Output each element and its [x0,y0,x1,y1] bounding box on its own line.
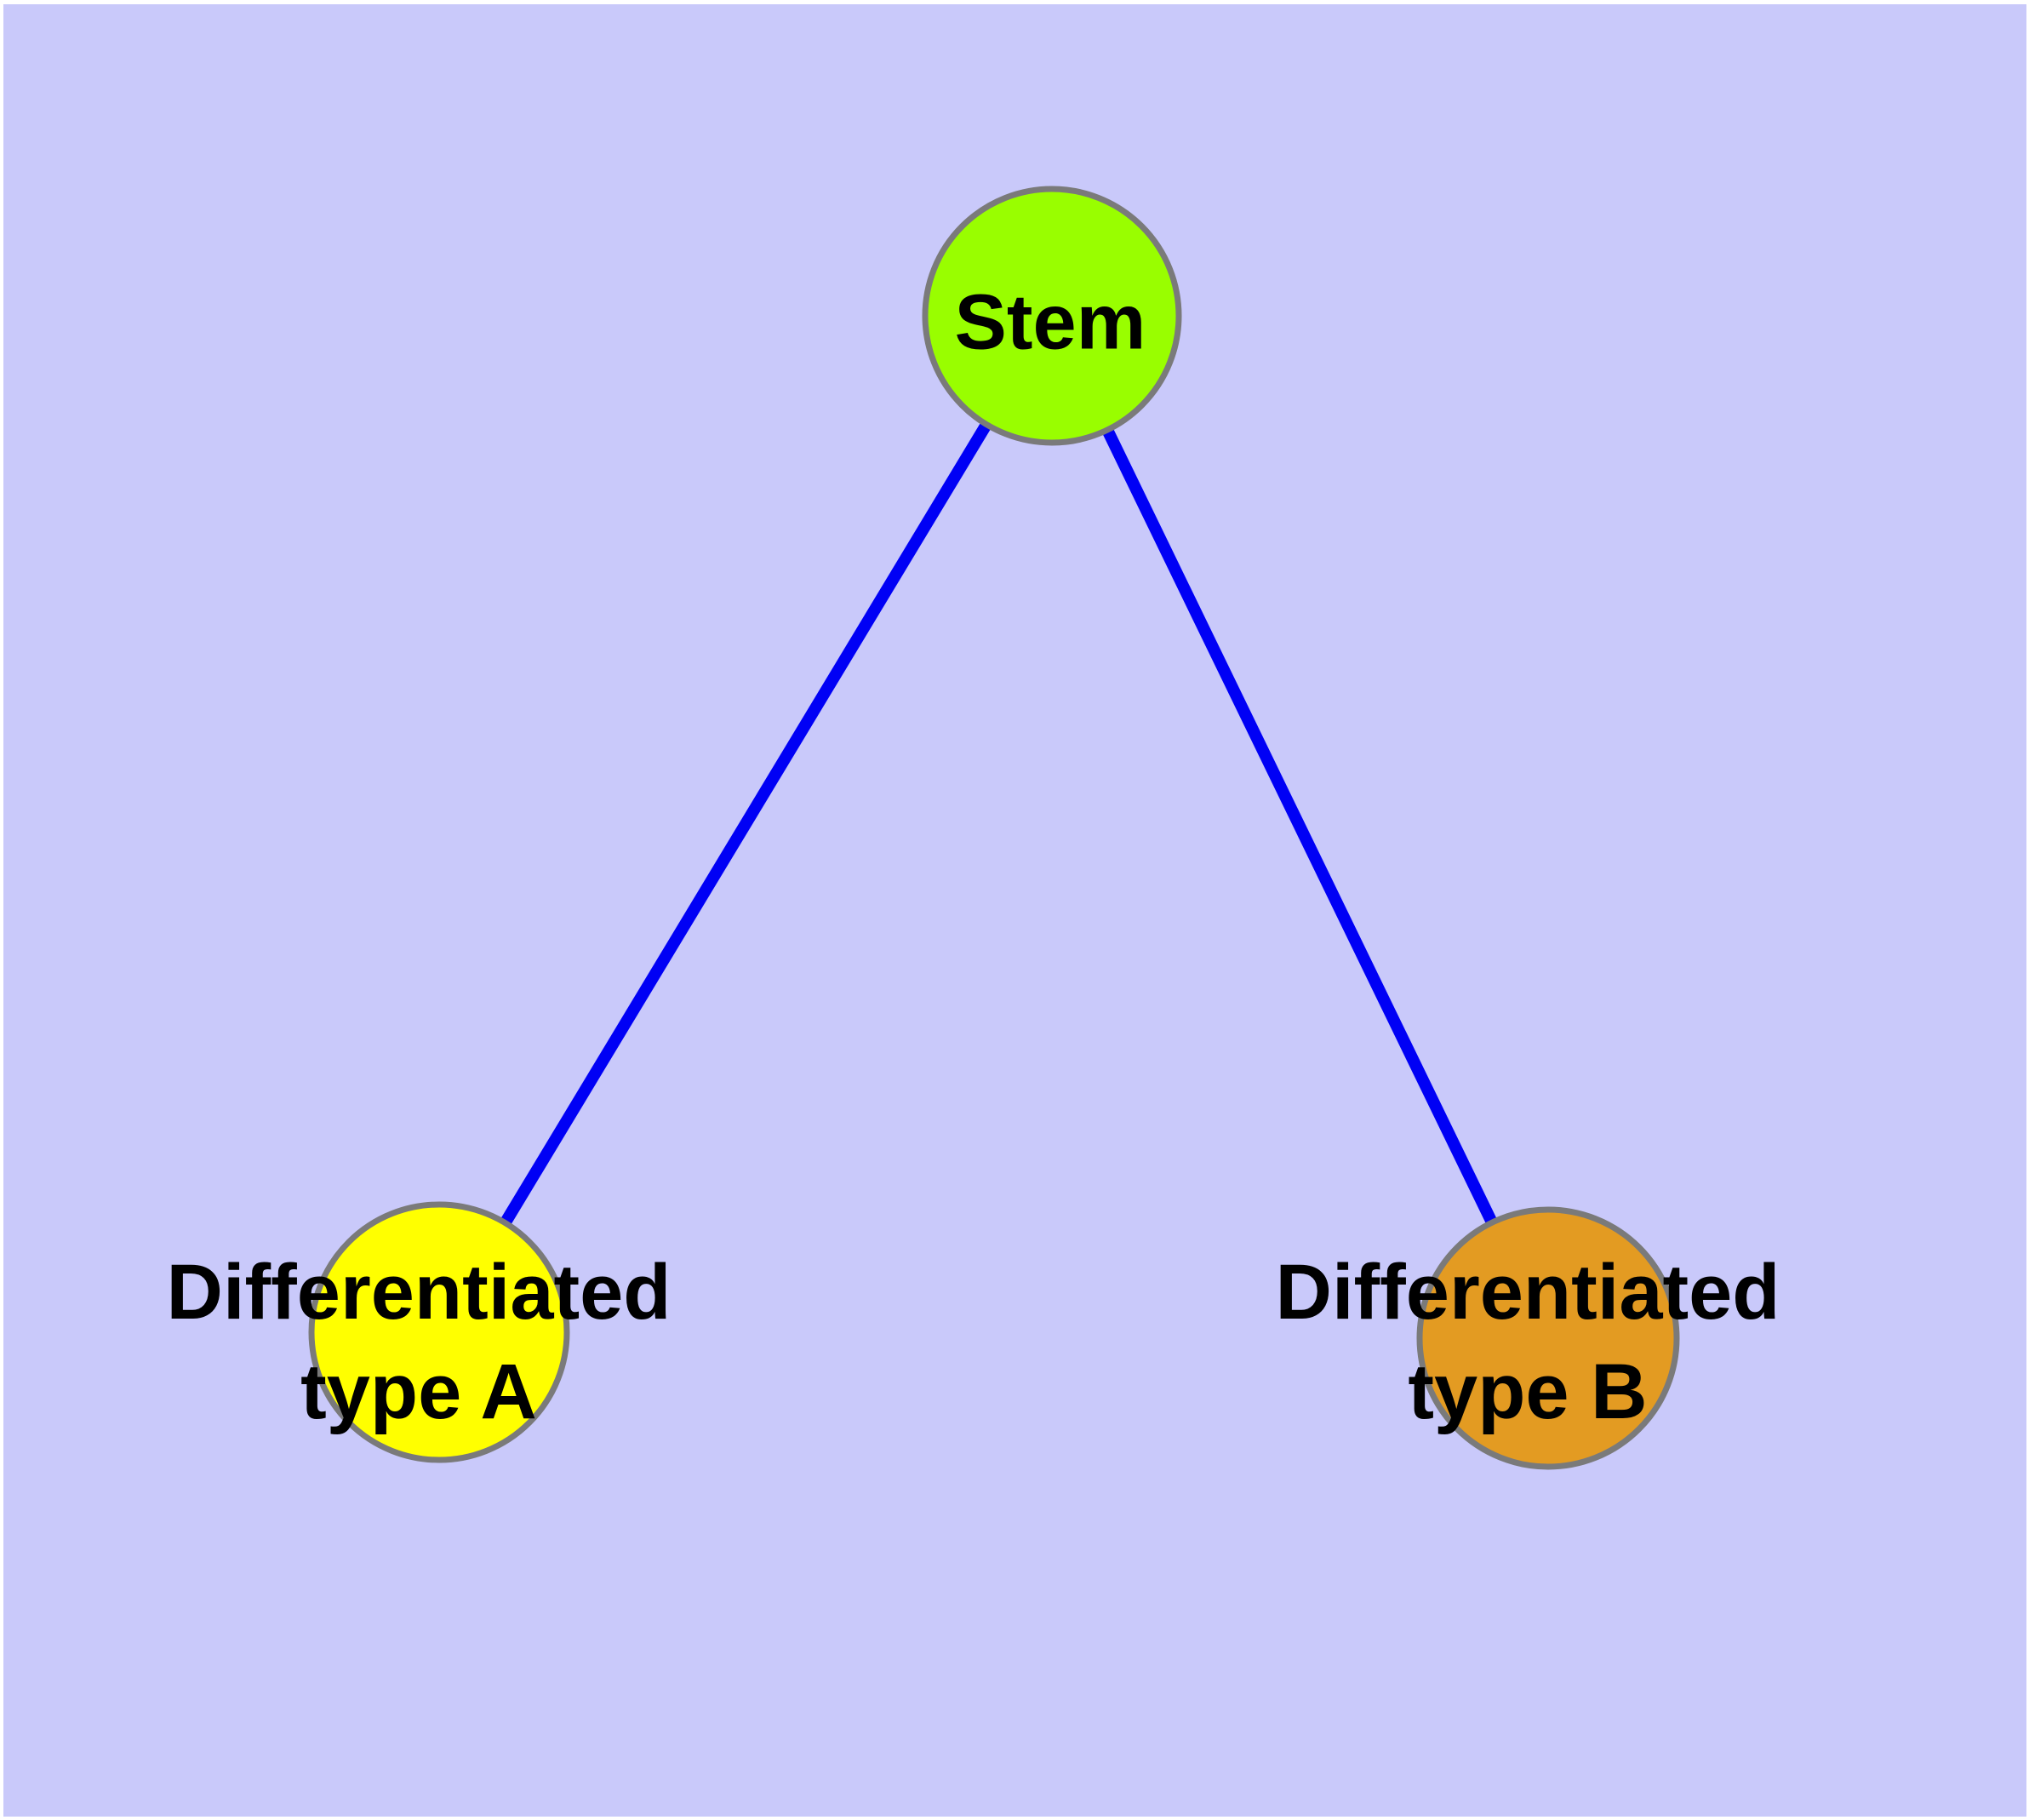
node-stem-label: Stem [954,278,1146,366]
node-type-b-label: Differentiated type B [1275,1249,1780,1435]
edge-stem-to-type-b [1046,312,1554,1342]
node-type-b [1416,1206,1680,1470]
edge-stem-to-type-a [434,312,1057,1336]
node-stem [922,186,1182,446]
node-type-a [308,1201,570,1463]
node-type-a-label: Differentiated type A [166,1249,672,1435]
